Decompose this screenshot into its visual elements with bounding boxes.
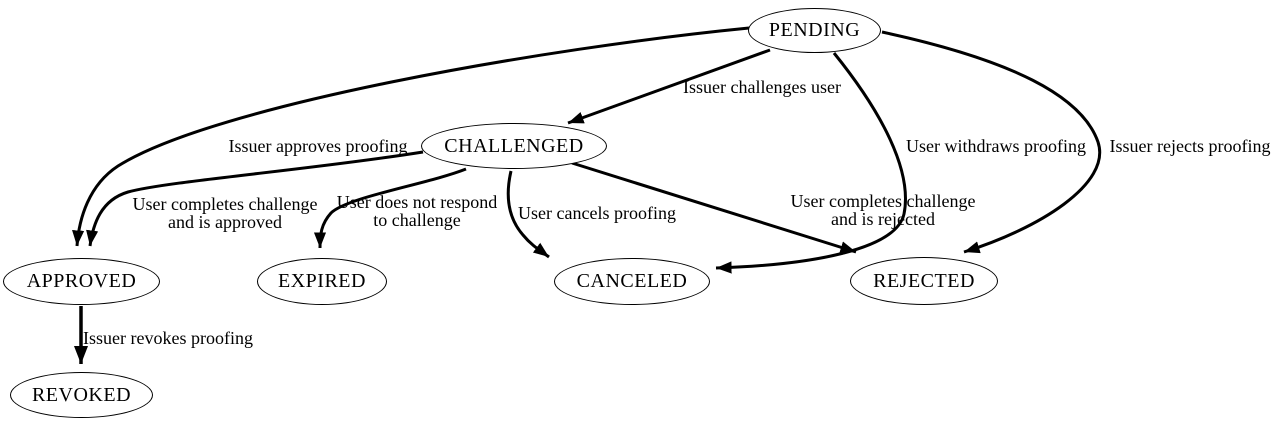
edge-pending-canceled (715, 52, 907, 274)
edge-challenged-canceled (506, 170, 550, 259)
edge-challenged-approved (86, 150, 424, 247)
edge-challenged-expired (313, 167, 467, 249)
node-challenged: CHALLENGED (421, 123, 607, 169)
node-canceled: CANCELED (554, 258, 710, 305)
edge-pending-challenged (567, 48, 771, 125)
node-pending: PENDING (748, 8, 881, 53)
node-revoked: REVOKED (10, 372, 153, 418)
node-approved: APPROVED (3, 258, 160, 305)
node-rejected: REJECTED (850, 257, 998, 305)
node-expired: EXPIRED (257, 258, 387, 305)
edge-pending-approved (72, 26, 750, 247)
edge-challenged-rejected (571, 161, 857, 254)
edge-pending-rejected (881, 30, 1102, 254)
